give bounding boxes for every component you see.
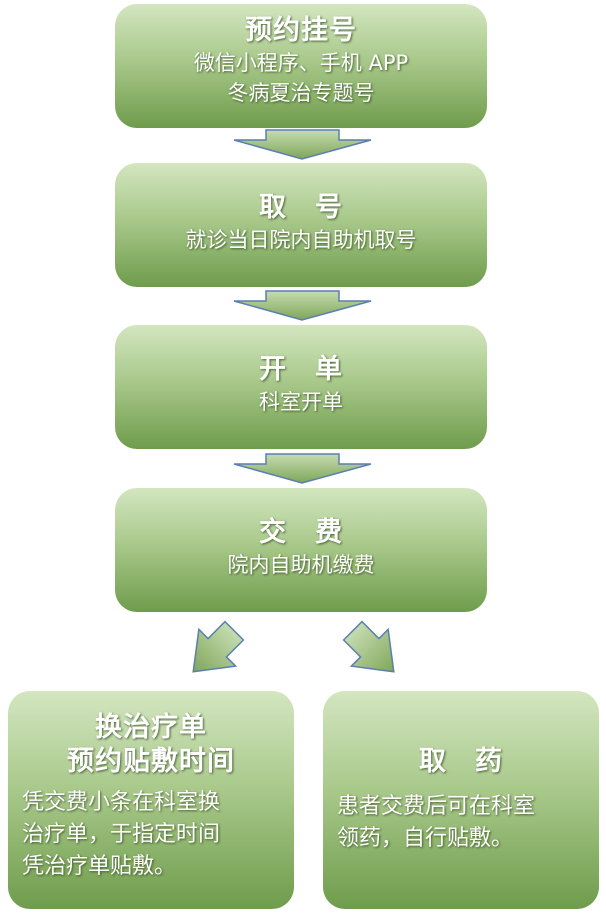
branch-left-title1: 换治疗单 [95, 712, 207, 743]
step-appointment-line2: 冬病夏治专题号 [227, 81, 375, 105]
step-appointment-title: 预约挂号 [245, 15, 357, 46]
step-payment-title: 交 费 [259, 517, 343, 548]
down-arrow-icon [233, 290, 372, 321]
branch-right-box: 取 药 患者交费后可在科室 领药，自行贴敷。 [323, 691, 599, 909]
diagonal-arrow-left-icon [192, 620, 245, 673]
step-prescription-title: 开 单 [259, 354, 343, 385]
branch-left-desc-1: 凭交费小条在科室换 [22, 790, 221, 815]
step-payment-line1: 院内自助机缴费 [227, 553, 375, 577]
down-arrow-icon [233, 453, 372, 484]
step-payment-box: 交 费 院内自助机缴费 [115, 488, 487, 612]
down-arrow-icon [233, 129, 372, 160]
branch-right-title: 取 药 [419, 746, 503, 777]
branch-left-title2: 预约贴敷时间 [67, 746, 235, 777]
branch-left-desc-3: 凭治疗单贴敷。 [22, 854, 177, 879]
branch-left-desc-2: 治疗单，于指定时间 [22, 822, 221, 847]
step-appointment-box: 预约挂号 微信小程序、手机 APP 冬病夏治专题号 [115, 4, 487, 128]
branch-right-desc-1: 患者交费后可在科室 [337, 794, 536, 819]
step-prescription-line1: 科室开单 [259, 390, 343, 414]
step-prescription-box: 开 单 科室开单 [115, 325, 487, 449]
branch-right-desc-2: 领药，自行贴敷。 [337, 826, 514, 851]
step-take-number-title: 取 号 [259, 192, 343, 223]
branch-left-box: 换治疗单 预约贴敷时间 凭交费小条在科室换 治疗单，于指定时间 凭治疗单贴敷。 [8, 691, 294, 909]
diagonal-arrow-right-icon [342, 620, 395, 673]
step-take-number-line1: 就诊当日院内自助机取号 [185, 228, 417, 252]
step-appointment-line1: 微信小程序、手机 APP [193, 51, 409, 75]
step-take-number-box: 取 号 就诊当日院内自助机取号 [115, 163, 487, 287]
